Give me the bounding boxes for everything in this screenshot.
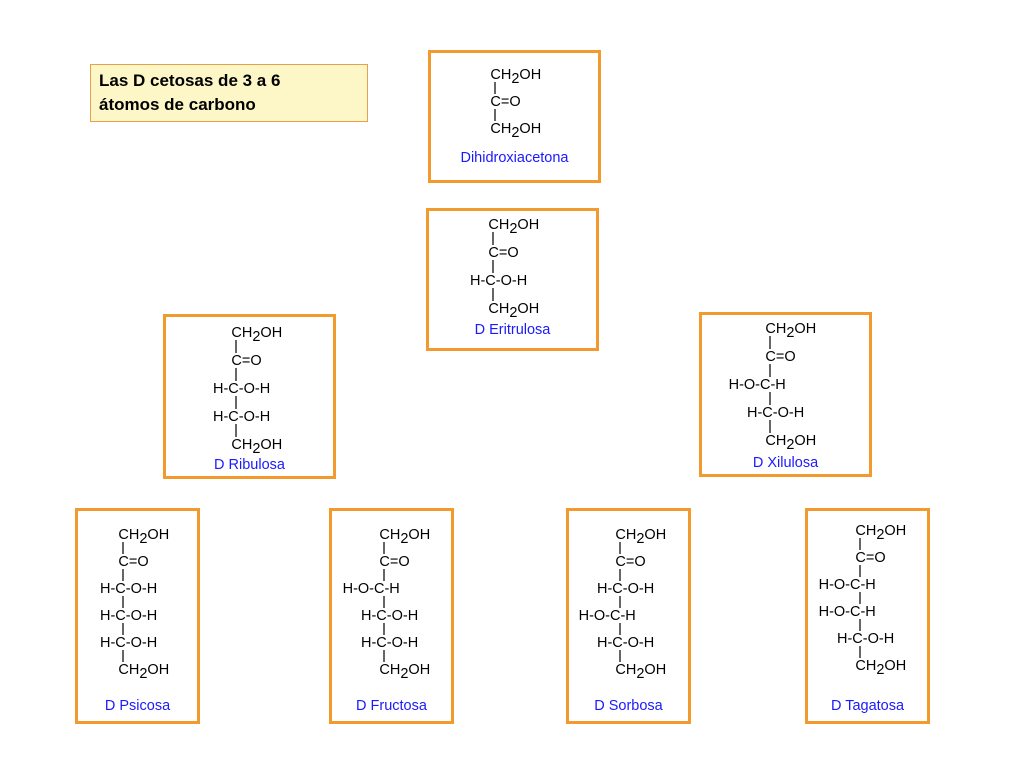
- compound-name-psicosa: D Psicosa: [104, 698, 171, 714]
- formula-row: CH2OH: [231, 437, 282, 457]
- card-ribulosa: CH2OH C=O H-C-O-H H-C-O-H CH2OH D Ribulosa: [163, 314, 336, 479]
- formula-row: H-O-C-H: [819, 577, 876, 593]
- structure-ribulosa: CH2OH C=O H-C-O-H H-C-O-H CH2OH: [213, 325, 282, 457]
- structure-sorbosa: CH2OH C=O H-C-O-H H-O-C-H H-C-O-H CH2OH: [579, 527, 667, 682]
- structure-tagatosa: CH2OH C=O H-O-C-H H-O-C-H H-C-O-H CH2OH: [819, 523, 907, 678]
- title-line-1: Las D cetosas de 3 a 6: [99, 71, 281, 90]
- card-dihidroxiacetona: CH2OH C=O CH2OH Dihidroxiacetona: [428, 50, 601, 183]
- structure-psicosa: CH2OH C=O H-C-O-H H-C-O-H H-C-O-H CH2OH: [100, 527, 169, 682]
- formula-row: C=O: [118, 554, 148, 570]
- formula-row: CH2OH: [765, 433, 816, 453]
- compound-name-sorbosa: D Sorbosa: [594, 698, 663, 714]
- card-fructosa: CH2OH C=O H-O-C-H H-C-O-H H-C-O-H CH2OH D Fru…: [329, 508, 454, 724]
- formula-row: H-C-O-H: [100, 581, 157, 597]
- formula-row: CH2OH: [615, 527, 666, 547]
- formula-row: H-O-C-H: [343, 581, 400, 597]
- structure-eritrulosa: CH2OH C=O H-C-O-H CH2OH: [470, 217, 539, 321]
- formula-row: CH2OH: [231, 325, 282, 345]
- formula-row: CH2OH: [855, 658, 906, 678]
- formula-row: C=O: [231, 353, 261, 369]
- compound-name-fructosa: D Fructosa: [356, 698, 427, 714]
- formula-row: H-C-O-H: [100, 635, 157, 651]
- formula-row: H-O-C-H: [819, 604, 876, 620]
- structure-xilulosa: CH2OH C=O H-O-C-H H-C-O-H CH2OH: [729, 321, 817, 453]
- formula-row: H-C-O-H: [747, 405, 804, 421]
- formula-row: C=O: [765, 349, 795, 365]
- formula-row: CH2OH: [855, 523, 906, 543]
- compound-name-dihidroxiacetona: Dihidroxiacetona: [460, 150, 569, 166]
- formula-row: C=O: [379, 554, 409, 570]
- card-tagatosa: CH2OH C=O H-O-C-H H-O-C-H H-C-O-H CH2OH D Tag…: [805, 508, 930, 724]
- compound-name-xilulosa: D Xilulosa: [752, 455, 819, 471]
- card-xilulosa: CH2OH C=O H-O-C-H H-C-O-H CH2OH D Xilulosa: [699, 312, 872, 477]
- structure-dihidroxiacetona: CH2OH C=O CH2OH: [490, 67, 541, 141]
- formula-row: CH2OH: [615, 662, 666, 682]
- formula-row: C=O: [615, 554, 645, 570]
- formula-row: H-C-O-H: [837, 631, 894, 647]
- formula-row: H-O-C-H: [579, 608, 636, 624]
- card-sorbosa: CH2OH C=O H-C-O-H H-O-C-H H-C-O-H CH2OH D Sor…: [566, 508, 691, 724]
- formula-row: H-C-O-H: [470, 273, 527, 289]
- title-line-2: átomos de carbono: [99, 95, 256, 114]
- formula-row: CH2OH: [490, 121, 541, 141]
- formula-row: CH2OH: [379, 527, 430, 547]
- formula-row: CH2OH: [118, 527, 169, 547]
- formula-row: CH2OH: [490, 67, 541, 87]
- formula-row: H-C-O-H: [361, 608, 418, 624]
- formula-row: C=O: [855, 550, 885, 566]
- compound-name-eritrulosa: D Eritrulosa: [474, 322, 551, 338]
- compound-name-tagatosa: D Tagatosa: [830, 698, 905, 714]
- formula-row: H-C-O-H: [213, 381, 270, 397]
- formula-row: CH2OH: [488, 301, 539, 321]
- title-box: Las D cetosas de 3 a 6 átomos de carbono: [90, 64, 368, 122]
- card-psicosa: CH2OH C=O H-C-O-H H-C-O-H H-C-O-H CH2OH D Psi…: [75, 508, 200, 724]
- formula-row: H-O-C-H: [729, 377, 786, 393]
- formula-row: H-C-O-H: [361, 635, 418, 651]
- formula-row: C=O: [488, 245, 518, 261]
- formula-row: H-C-O-H: [597, 581, 654, 597]
- formula-row: H-C-O-H: [597, 635, 654, 651]
- card-eritrulosa: CH2OH C=O H-C-O-H CH2OH D Eritrulosa: [426, 208, 599, 351]
- structure-fructosa: CH2OH C=O H-O-C-H H-C-O-H H-C-O-H CH2OH: [343, 527, 431, 682]
- formula-row: H-C-O-H: [213, 409, 270, 425]
- formula-row: CH2OH: [118, 662, 169, 682]
- formula-row: CH2OH: [488, 217, 539, 237]
- formula-row: CH2OH: [765, 321, 816, 341]
- formula-row: H-C-O-H: [100, 608, 157, 624]
- formula-row: CH2OH: [379, 662, 430, 682]
- formula-row: C=O: [490, 94, 520, 110]
- compound-name-ribulosa: D Ribulosa: [214, 457, 285, 473]
